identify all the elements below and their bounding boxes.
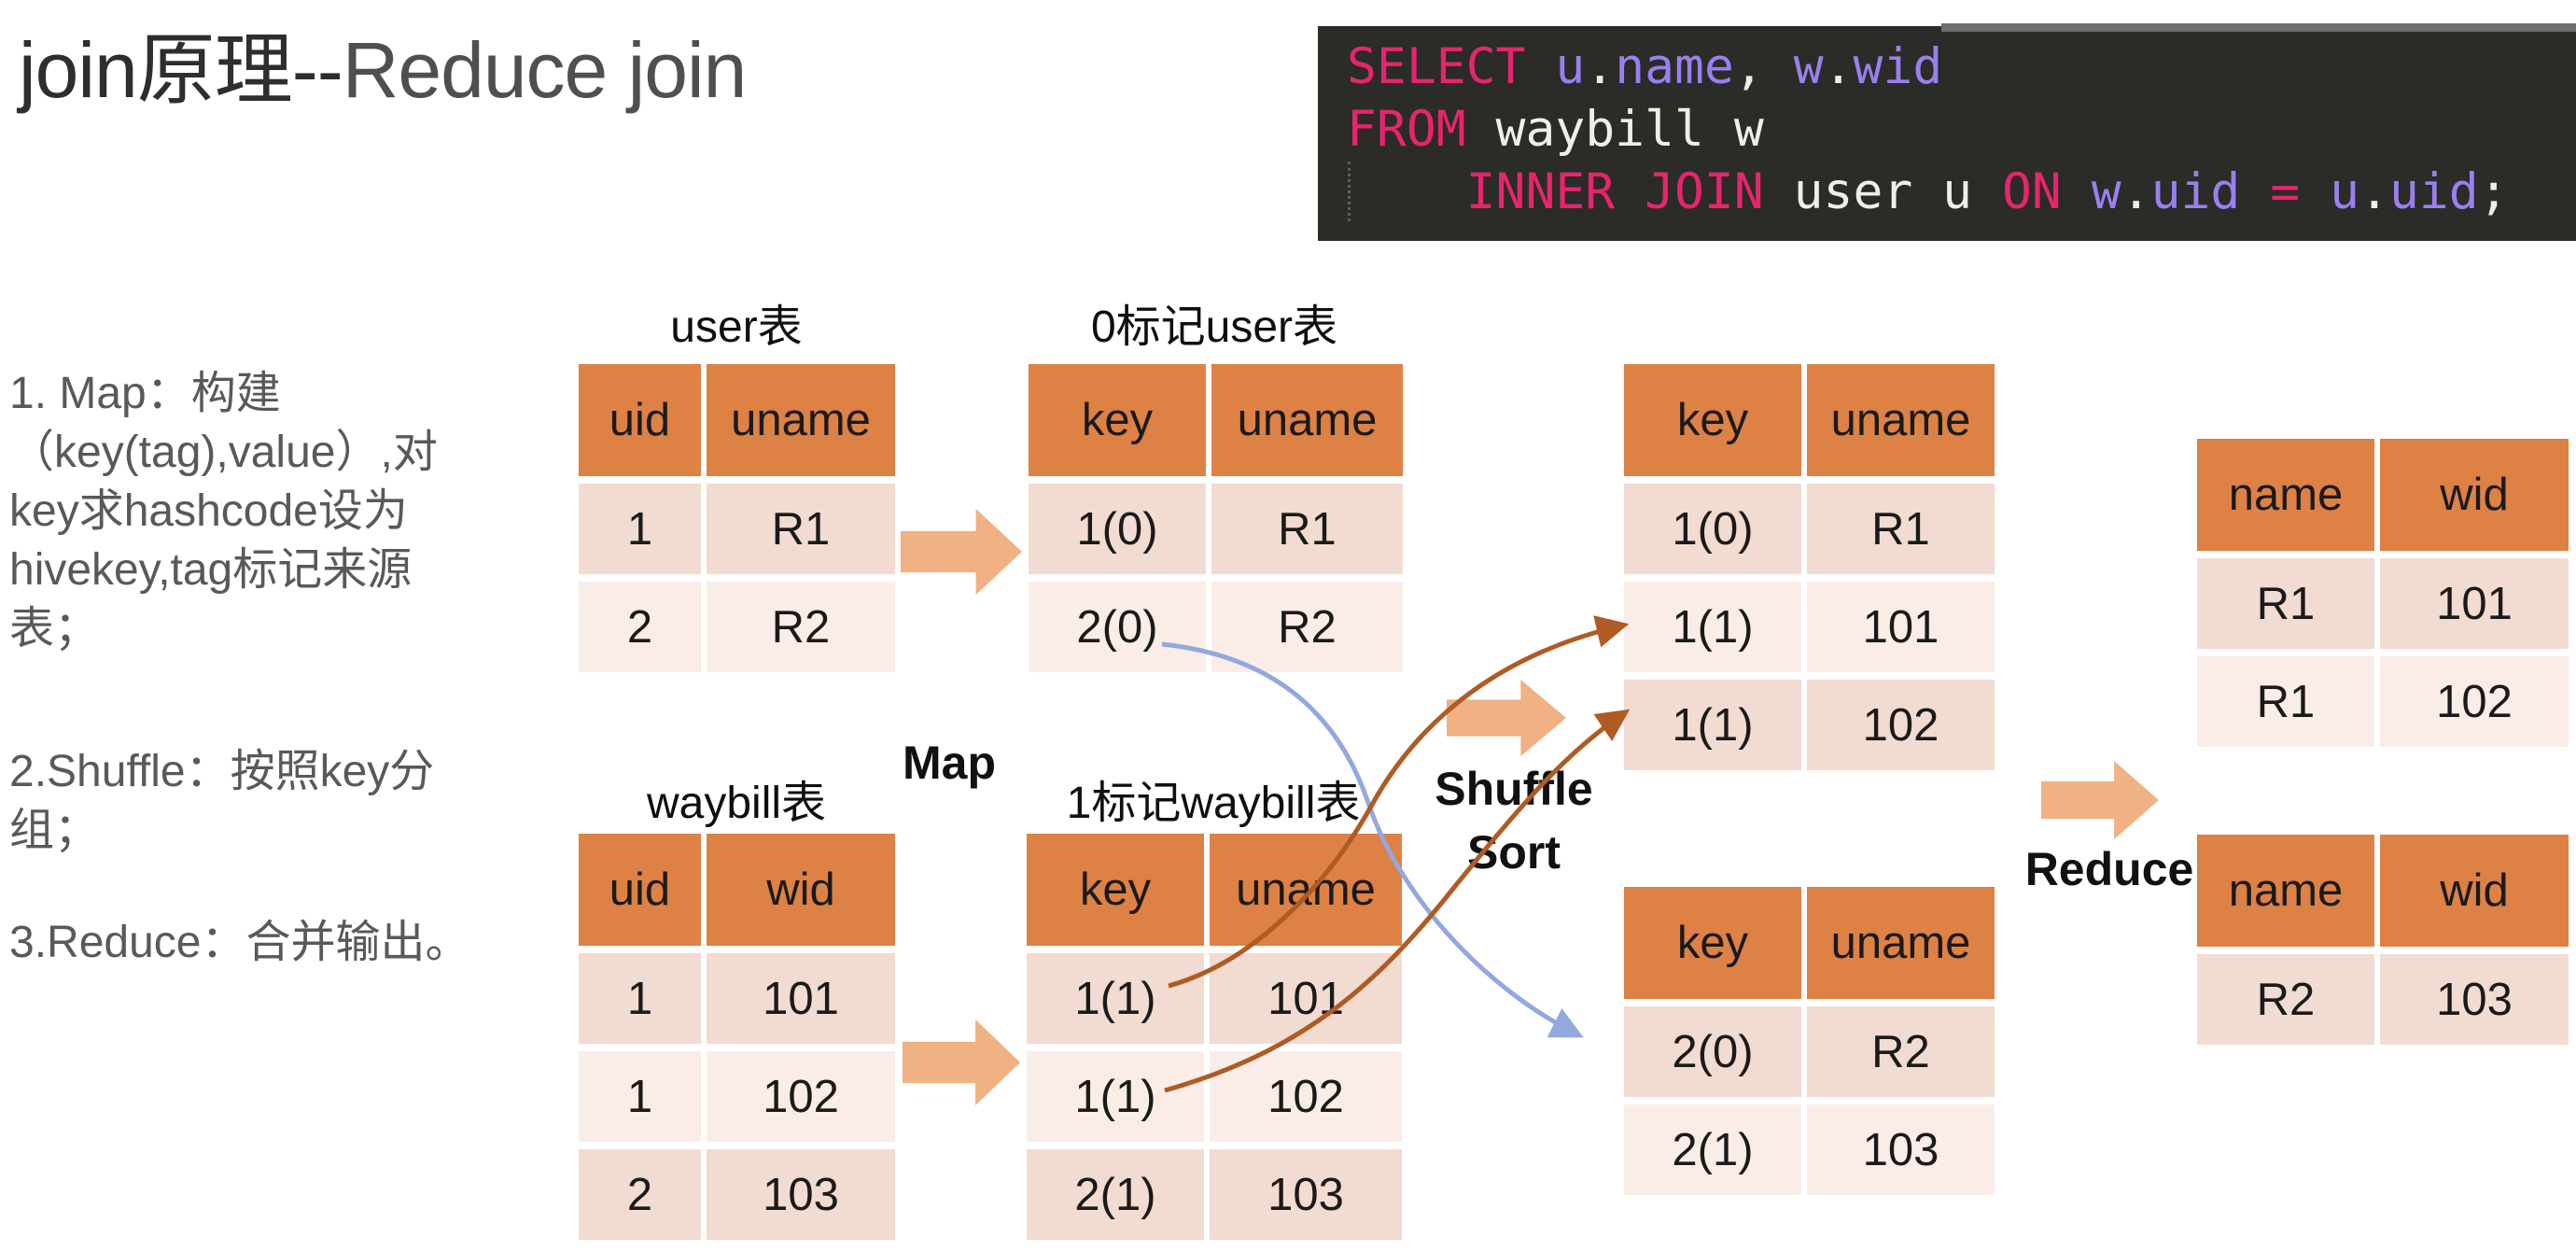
map-arrow-waybill-icon (903, 1019, 1020, 1105)
table-cell: 101 (1807, 582, 1995, 672)
table-title-waybill-tagged: 1标记waybill表 (1066, 779, 1361, 828)
shuffle-label: Shuffle (1435, 763, 1593, 815)
table-cell: 102 (1807, 680, 1995, 770)
table-cell: 2(1) (1624, 1104, 1801, 1195)
step-line: hivekey,tag标记来源 (9, 545, 413, 595)
table-header-cell: uname (1210, 834, 1402, 946)
page-title: join原理--Reduce join (19, 7, 748, 120)
reduce-label: Reduce (2024, 843, 2194, 895)
step-line: key求hashcode设为 (9, 486, 408, 536)
table-cell: 2 (579, 582, 701, 672)
code-line: SELECT u.name, w.wid (1347, 38, 1943, 95)
table-cell: 102 (2380, 656, 2569, 747)
table-header-cell: wid (707, 834, 895, 946)
table-cell: R2 (2197, 954, 2374, 1045)
table-cell: 102 (707, 1051, 895, 1142)
table-cell: 1(1) (1027, 1051, 1204, 1142)
table-header-cell: uid (579, 834, 701, 946)
code-line: INNER JOIN user u ON w.uid = u.uid; (1465, 163, 2509, 220)
step-line: 组； (9, 806, 100, 855)
table-cell: 2 (579, 1149, 701, 1240)
table-header-cell: uname (1211, 364, 1403, 476)
table-cell: 1 (579, 484, 701, 574)
table-header-cell: name (2197, 439, 2374, 551)
sort-label: Sort (1467, 826, 1561, 879)
step-line: （key(tag),value）,对 (9, 428, 438, 477)
table-cell: 103 (707, 1149, 895, 1240)
table-cell: R2 (707, 582, 895, 672)
table-title-user-tagged: 0标记user表 (1090, 302, 1338, 352)
table-header-cell: uname (707, 364, 895, 476)
table-cell: 1(1) (1624, 582, 1801, 672)
table-title-user: user表 (670, 302, 803, 352)
table-cell: 101 (707, 953, 895, 1044)
table-cell: 1 (579, 1051, 701, 1142)
reduce-arrow-icon (2041, 761, 2159, 839)
table-header-cell: key (1027, 834, 1204, 946)
shuffle-arrow-icon (1447, 680, 1566, 756)
step-line: 3.Reduce：合并输出。 (9, 918, 470, 967)
table-cell: R1 (2197, 656, 2374, 747)
step-reduce-text: 3.Reduce：合并输出。 (9, 913, 611, 972)
code-line: FROM waybill w (1347, 101, 1764, 158)
table-title-waybill: waybill表 (646, 779, 827, 828)
table-cell: 2(1) (1027, 1149, 1204, 1240)
table-cell: R1 (1211, 484, 1403, 574)
table-cell: 1(1) (1624, 680, 1801, 770)
table-header-cell: uname (1807, 364, 1995, 476)
table-header-cell: wid (2380, 835, 2569, 947)
table-header-cell: key (1624, 887, 1801, 999)
table-cell: R2 (1807, 1006, 1995, 1097)
table-cell: 2(0) (1624, 1006, 1801, 1097)
table-cell: 101 (2380, 558, 2569, 649)
table-cell: 101 (1210, 953, 1402, 1044)
table-cell: 102 (1210, 1051, 1402, 1142)
step-line: 1. Map：构建 (9, 369, 281, 418)
table-cell: 1 (579, 953, 701, 1044)
table-cell: 1(1) (1027, 953, 1204, 1044)
table-cell: 1(0) (1624, 484, 1801, 574)
step-line: 表； (9, 604, 100, 654)
table-cell: 2(0) (1029, 582, 1206, 672)
table-cell: R1 (2197, 558, 2374, 649)
table-header-cell: key (1029, 364, 1206, 476)
table-cell: 103 (1807, 1104, 1995, 1195)
table-cell: R2 (1211, 582, 1403, 672)
table-header-cell: key (1624, 364, 1801, 476)
code-block-top-strip (1941, 23, 2576, 32)
page-title-part2: Reduce join (342, 26, 748, 114)
table-cell: R1 (707, 484, 895, 574)
table-header-cell: wid (2380, 439, 2569, 551)
table-header-cell: uname (1807, 887, 1995, 999)
map-arrow-user-icon (901, 509, 1022, 595)
table-header-cell: name (2197, 835, 2374, 947)
step-shuffle-text: 2.Shuffle：按照key分组； (9, 742, 611, 860)
table-cell: 1(0) (1029, 484, 1206, 574)
page-title-part1: join原理-- (19, 26, 343, 114)
table-cell: 103 (2380, 954, 2569, 1045)
code-indent-guide (1348, 162, 1351, 221)
step-line: 2.Shuffle：按照key分 (9, 747, 435, 796)
step-map-text: 1. Map：构建 （key(tag),value）,对 key求hashcode设… (9, 364, 611, 658)
table-cell: R1 (1807, 484, 1995, 574)
map-label: Map (903, 737, 996, 789)
table-header-cell: uid (579, 364, 701, 476)
table-cell: 103 (1210, 1149, 1402, 1240)
